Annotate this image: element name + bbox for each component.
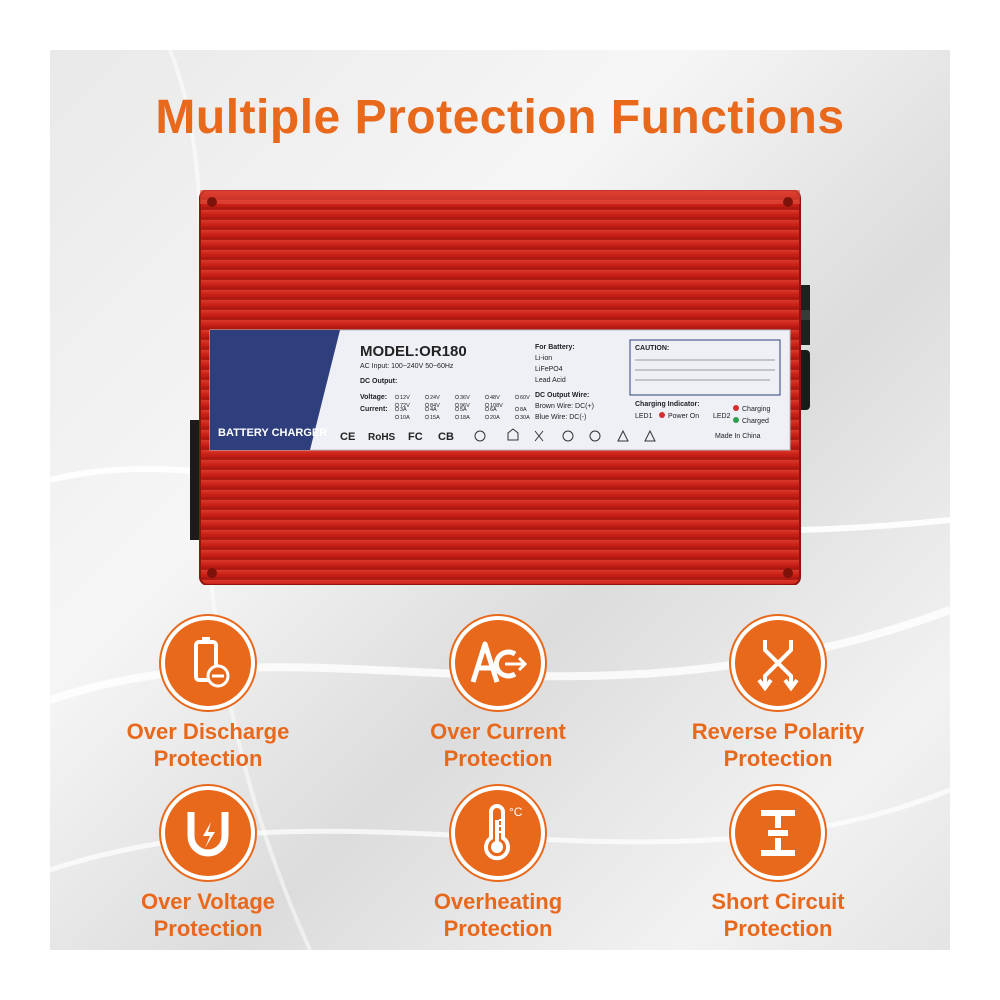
cert-fc: FC — [408, 431, 423, 443]
current-option-marker — [454, 414, 460, 420]
current-option: 5A — [460, 407, 467, 413]
current-option: 3A — [400, 407, 407, 413]
label-model: MODEL:OR180 — [360, 343, 467, 360]
voltage-option-marker — [394, 402, 400, 408]
feature-title: Over Discharge — [126, 719, 290, 744]
cert-ce: CE — [340, 431, 355, 443]
circuit-break-icon — [735, 790, 821, 876]
label-battery-type-3: Lead Acid — [535, 377, 566, 384]
voltage-option: 48V — [490, 395, 500, 401]
reverse-arrows-icon — [735, 620, 821, 706]
current-option-marker — [394, 414, 400, 420]
feature-title: Overheating — [433, 889, 563, 914]
voltage-option-marker — [484, 394, 490, 400]
voltage-option: 36V — [460, 395, 470, 401]
current-option: 30A — [520, 415, 530, 421]
voltage-option: 84V — [430, 403, 440, 409]
voltage-option-marker — [394, 394, 400, 400]
current-option-marker — [454, 406, 460, 412]
battery-minus-icon — [165, 620, 251, 706]
label-led2: LED2 — [713, 413, 731, 420]
label-battery-type-2: LiFePO4 — [535, 366, 563, 373]
feature-subtitle: Protection — [153, 746, 263, 771]
voltage-option: 12V — [400, 395, 410, 401]
cert-rohs: RoHS — [368, 432, 396, 443]
voltage-option-marker — [454, 394, 460, 400]
label-brown-wire: Brown Wire: DC(+) — [535, 403, 594, 410]
voltage-option-marker — [424, 402, 430, 408]
feature-subtitle: Protection — [443, 746, 553, 771]
label-charging: Charging — [742, 406, 771, 413]
feature-subtitle: Protection — [443, 916, 553, 941]
label-ac-input: AC Input: 100~240V 50~60Hz — [360, 363, 454, 370]
label-for-battery: For Battery: — [535, 344, 575, 351]
headline: Multiple Protection Functions — [155, 91, 845, 144]
current-option-marker — [394, 406, 400, 412]
label-battery-type-1: Li-ion — [535, 355, 552, 362]
product-label: BATTERY CHARGER MODEL:OR180 AC Input: 10… — [209, 329, 791, 451]
feature-subtitle: Protection — [153, 916, 263, 941]
ac-current-icon — [455, 620, 541, 706]
current-option: 4A — [430, 407, 437, 413]
thermometer-icon: °C — [455, 790, 541, 876]
magnet-bolt-icon — [165, 790, 251, 876]
label-voltage: Voltage: — [360, 394, 387, 401]
label-dc-output: DC Output: — [360, 378, 397, 385]
current-option: 20A — [490, 415, 500, 421]
label-made-in: Made In China — [715, 433, 761, 440]
voltage-grid: 12V 24V 36V 48V 60V 72V 84V 96V 108V — [394, 394, 530, 409]
current-option-marker — [514, 406, 520, 412]
feature-title: Short Circuit — [711, 889, 845, 914]
voltage-option: 24V — [430, 395, 440, 401]
product-image: Multiple Protection Functions — [50, 50, 950, 950]
label-charging-indicator: Charging Indicator: — [635, 401, 700, 408]
label-charged: Charged — [742, 418, 769, 425]
label-led1: LED1 — [635, 413, 653, 420]
label-dc-wire-title: DC Output Wire: — [535, 392, 589, 399]
feature-title: Over Current — [430, 719, 566, 744]
current-option-marker — [484, 406, 490, 412]
temperature-unit: °C — [509, 805, 523, 819]
current-option-marker — [514, 414, 520, 420]
feature-title: Reverse Polarity — [691, 719, 865, 744]
current-option: 8A — [520, 407, 527, 413]
cert-cb: CB — [438, 431, 454, 443]
voltage-option-marker — [424, 394, 430, 400]
label-current: Current: — [360, 406, 388, 413]
battery-charger: BATTERY CHARGER MODEL:OR180 AC Input: 10… — [190, 190, 810, 585]
current-option: 15A — [430, 415, 440, 421]
voltage-option-marker — [454, 402, 460, 408]
current-option-marker — [424, 406, 430, 412]
feature-subtitle: Protection — [723, 746, 833, 771]
label-power-on: Power On — [668, 413, 699, 420]
feature-title: Over Voltage — [140, 889, 276, 914]
current-option: 6A — [490, 407, 497, 413]
voltage-option-marker — [514, 394, 520, 400]
current-grid: 3A 4A 5A 6A 8A 10A 15A 18A 20A 30A — [394, 406, 530, 421]
voltage-option-marker — [484, 402, 490, 408]
voltage-option: 108V — [490, 403, 503, 409]
label-brand: BATTERY CHARGER — [218, 427, 327, 439]
label-caution-title: CAUTION: — [635, 345, 669, 352]
current-option-marker — [484, 414, 490, 420]
feature-subtitle: Protection — [723, 916, 833, 941]
current-option: 18A — [460, 415, 470, 421]
voltage-option: 72V — [400, 403, 410, 409]
voltage-option: 96V — [460, 403, 470, 409]
current-option: 10A — [400, 415, 410, 421]
label-blue-wire: Blue Wire: DC(-) — [535, 414, 586, 421]
voltage-option: 60V — [520, 395, 530, 401]
current-option-marker — [424, 414, 430, 420]
cert-symbol-icons — [474, 428, 656, 442]
